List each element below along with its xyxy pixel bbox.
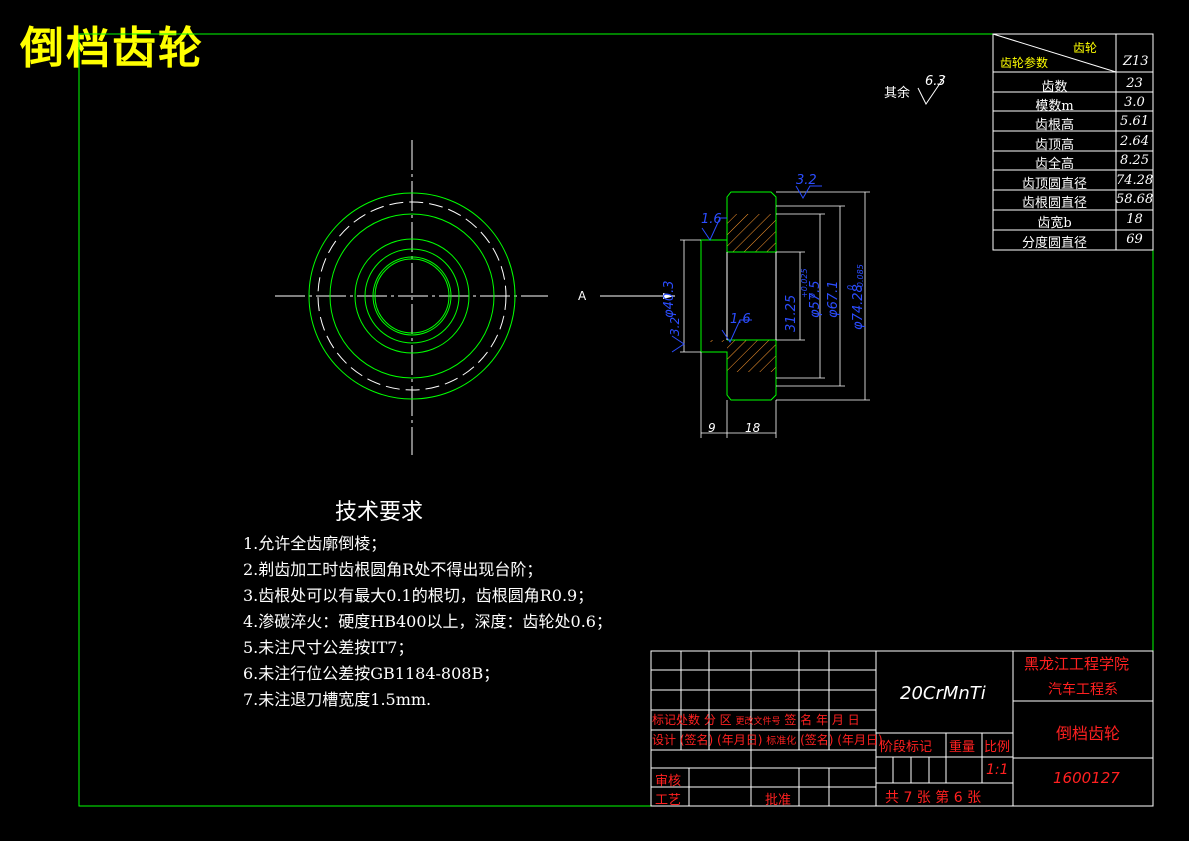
param-row-value: 69 xyxy=(1126,232,1143,247)
tip-circle xyxy=(308,192,516,400)
param-row-label: 齿根高 xyxy=(1034,118,1074,133)
param-row-value: 58.68 xyxy=(1116,192,1154,207)
bore-circle xyxy=(372,256,452,336)
gear-bottom-outline xyxy=(701,339,777,401)
param-row-value: 23 xyxy=(1126,76,1143,91)
tb-school: 黑龙江工程学院 xyxy=(1024,655,1130,673)
param-header-row: 齿轮参数 xyxy=(1000,56,1049,70)
dim-roughness-3: 1.6 xyxy=(730,312,751,327)
section-view xyxy=(671,75,946,438)
tb-dept: 汽车工程系 xyxy=(1048,682,1118,698)
roughness-note-prefix: 其余 xyxy=(884,86,911,101)
param-row-label: 分度圆直径 xyxy=(1021,236,1087,251)
requirement-item: 2.剃齿加工时齿根圆角R处不得出现台阶； xyxy=(243,560,543,579)
dim-d4: φ67.1 xyxy=(826,280,841,318)
dim-w1: 9 xyxy=(708,421,716,435)
requirement-item: 6.未注行位公差按GB1184-808B； xyxy=(243,664,500,683)
param-row-label: 齿顶高 xyxy=(1034,138,1074,153)
tb-drawing-no: 1600127 xyxy=(1053,769,1120,787)
param-row-value: 74.28 xyxy=(1116,173,1154,188)
param-row-value: 18 xyxy=(1126,212,1143,227)
root-circle xyxy=(329,213,495,379)
param-row-label: 齿顶圆直径 xyxy=(1021,177,1087,192)
tb-part-name: 倒档齿轮 xyxy=(1056,724,1121,743)
param-header-col: 齿轮 xyxy=(1073,41,1098,55)
requirement-item: 4.渗碳淬火：硬度HB400以上，深度：齿轮处0.6； xyxy=(243,612,612,631)
roughness-symbol-1 xyxy=(701,217,727,242)
param-row-value: 3.0 xyxy=(1124,95,1145,110)
tb-scale-label: 比例 xyxy=(984,740,1011,755)
requirement-item: 5.未注尺寸公差按IT7； xyxy=(243,638,414,657)
tb-sheets: 共 7 张 第 6 张 xyxy=(885,790,982,806)
param-row-label: 齿数 xyxy=(1041,80,1068,95)
hatch-bottom xyxy=(701,340,776,372)
requirement-item: 1.允许全齿廓倒棱； xyxy=(243,534,387,553)
tb-row-labels1: 标记处数 分 区 更改文件号 签 名 年 月 日 xyxy=(652,713,860,727)
roughness-symbol-2 xyxy=(795,185,822,199)
param-header-value: Z13 xyxy=(1123,54,1149,69)
dim-roughness-2: 3.2 xyxy=(796,173,817,188)
view-label: A xyxy=(578,289,587,303)
dim-d5: φ74.28 xyxy=(851,284,866,330)
param-row-label: 齿根圆直径 xyxy=(1021,196,1087,211)
tb-approve: 批准 xyxy=(765,793,792,808)
bore-chamfer-circle xyxy=(374,258,450,334)
requirements-title: 技术要求 xyxy=(335,500,424,525)
roughness-note-symbol xyxy=(917,75,946,105)
tb-row-labels2: 设计 (签名) (年月日) 标准化 (签名) (年月日) xyxy=(652,733,883,747)
param-row-label: 模数m xyxy=(1035,99,1074,114)
dim-d5-tol2: -0.085 xyxy=(856,264,865,290)
dim-roughness-4: 3.2 xyxy=(668,316,682,336)
tb-review: 审核 xyxy=(655,774,682,789)
tb-material: 20CrMnTi xyxy=(900,683,986,704)
requirement-item: 7.未注退刀槽宽度1.5mm. xyxy=(243,690,432,709)
param-table-grid xyxy=(992,33,1154,251)
roughness-note-value: 6.3 xyxy=(925,74,946,89)
param-row-value: 8.25 xyxy=(1120,153,1149,168)
dim-d5-tol: 0 xyxy=(846,284,855,290)
requirement-item: 3.齿根处可以有最大0.1的根切，齿根圆角R0.9； xyxy=(243,586,594,605)
tb-process: 工艺 xyxy=(655,793,682,808)
param-row-label: 齿宽b xyxy=(1037,216,1072,231)
dim-d2: 31.25 xyxy=(784,294,799,332)
drawing-title: 倒档齿轮 xyxy=(20,23,204,74)
bore-outer-circle xyxy=(364,248,460,344)
dim-d1: φ40.3 xyxy=(662,280,677,318)
hub-circle xyxy=(354,238,470,354)
pitch-circle xyxy=(317,201,507,391)
front-view xyxy=(275,140,548,455)
dim-roughness-1: 1.6 xyxy=(701,212,722,227)
param-row-value: 2.64 xyxy=(1120,134,1149,149)
tb-weight: 重量 xyxy=(949,740,976,755)
dim-w2: 18 xyxy=(745,421,761,435)
tb-scale: 1:1 xyxy=(986,762,1009,778)
param-row-value: 5.61 xyxy=(1120,114,1149,129)
view-arrow-head xyxy=(663,293,675,299)
tb-stage-mark: 阶段标记 xyxy=(880,740,933,755)
dim-d3: φ57.5 xyxy=(808,280,823,318)
roughness-symbol-3 xyxy=(721,319,752,344)
roughness-symbol-4 xyxy=(671,335,685,353)
drawing-frame xyxy=(78,33,1154,807)
title-block-grid xyxy=(650,650,1154,807)
param-row-label: 齿全高 xyxy=(1034,157,1074,172)
hatch-top xyxy=(727,214,776,252)
